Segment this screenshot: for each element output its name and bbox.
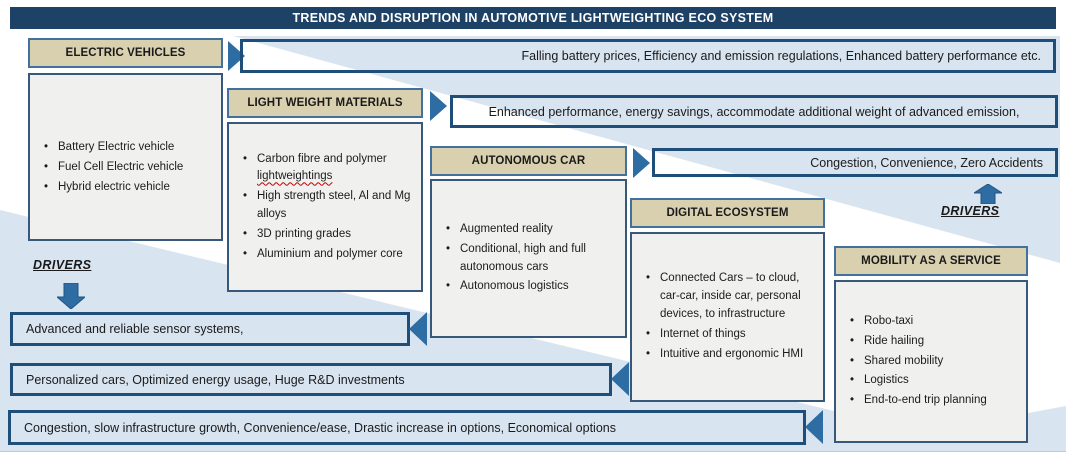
arrow-left-icon <box>409 312 427 346</box>
banner-sensor-systems: Advanced and reliable sensor systems, <box>10 312 410 346</box>
list-light-weight-materials: Carbon fibre and polymer lightweightings… <box>227 122 423 292</box>
header-light-weight-materials: LIGHT WEIGHT MATERIALS <box>227 88 423 118</box>
arrow-right-icon <box>633 148 650 178</box>
list-item: Connected Cars – to cloud, car-car, insi… <box>642 270 815 323</box>
list-item: High strength steel, Al and Mg alloys <box>239 188 413 224</box>
header-digital-ecosystem: DIGITAL ECOSYSTEM <box>630 198 825 228</box>
arrow-left-icon <box>611 362 629 396</box>
title-bar: TRENDS AND DISRUPTION IN AUTOMOTIVE LIGH… <box>10 7 1056 29</box>
list-item: Conditional, high and full autonomous ca… <box>442 241 617 277</box>
banner-autonomous-drivers: Congestion, Convenience, Zero Accidents <box>652 148 1058 177</box>
list-item: Hybrid electric vehicle <box>40 179 213 197</box>
arrow-down-icon <box>57 283 85 309</box>
list-item: Carbon fibre and polymer lightweightings <box>239 151 413 187</box>
list-item: Augmented reality <box>442 221 617 239</box>
banner-lightweight-drivers: Enhanced performance, energy savings, ac… <box>450 95 1058 128</box>
banner-text: Congestion, Convenience, Zero Accidents <box>810 155 1043 170</box>
banner-text: Congestion, slow infrastructure growth, … <box>24 420 616 435</box>
arrow-up-icon <box>974 184 1002 204</box>
list-item: Logistics <box>846 372 1018 390</box>
list-item: Internet of things <box>642 326 815 344</box>
header-mobility-as-a-service: MOBILITY AS A SERVICE <box>834 246 1028 276</box>
list-item: Shared mobility <box>846 353 1018 371</box>
banner-text: Enhanced performance, energy savings, ac… <box>488 104 1020 119</box>
banner-mobility-drivers: Congestion, slow infrastructure growth, … <box>8 410 806 445</box>
header-label: MOBILITY AS A SERVICE <box>861 255 1001 267</box>
header-label: ELECTRIC VEHICLES <box>65 47 186 59</box>
list-item: Intuitive and ergonomic HMI <box>642 346 815 364</box>
header-electric-vehicles: ELECTRIC VEHICLES <box>28 38 223 68</box>
list-item: Robo-taxi <box>846 313 1018 331</box>
banner-text: Falling battery prices, Efficiency and e… <box>521 49 1041 63</box>
banner-text: Advanced and reliable sensor systems, <box>26 322 244 336</box>
arrow-left-icon <box>805 410 823 444</box>
list-item: End-to-end trip planning <box>846 392 1018 410</box>
list-autonomous-car: Augmented reality Conditional, high and … <box>430 179 627 338</box>
list-item: Ride hailing <box>846 333 1018 351</box>
header-autonomous-car: AUTONOMOUS CAR <box>430 146 627 176</box>
list-item: Aluminium and polymer core <box>239 246 413 264</box>
header-label: LIGHT WEIGHT MATERIALS <box>247 97 403 109</box>
list-mobility-as-a-service: Robo-taxi Ride hailing Shared mobility L… <box>834 280 1028 443</box>
drivers-label-left: DRIVERS <box>33 258 92 272</box>
banner-digital-drivers: Personalized cars, Optimized energy usag… <box>10 363 612 396</box>
list-item: Autonomous logistics <box>442 278 617 296</box>
arrow-right-icon <box>430 91 447 121</box>
header-label: DIGITAL ECOSYSTEM <box>666 207 789 219</box>
list-electric-vehicles: Battery Electric vehicle Fuel Cell Elect… <box>28 73 223 241</box>
banner-text: Personalized cars, Optimized energy usag… <box>26 372 405 387</box>
drivers-label-right: DRIVERS <box>941 204 1000 218</box>
misspelled-word: lightweightings <box>257 170 333 183</box>
list-item: 3D printing grades <box>239 226 413 244</box>
list-item: Fuel Cell Electric vehicle <box>40 159 213 177</box>
list-digital-ecosystem: Connected Cars – to cloud, car-car, insi… <box>630 232 825 402</box>
list-item: Battery Electric vehicle <box>40 139 213 157</box>
page-title: TRENDS AND DISRUPTION IN AUTOMOTIVE LIGH… <box>292 11 774 25</box>
header-label: AUTONOMOUS CAR <box>471 155 586 167</box>
banner-electric-vehicles-drivers: Falling battery prices, Efficiency and e… <box>240 39 1056 73</box>
